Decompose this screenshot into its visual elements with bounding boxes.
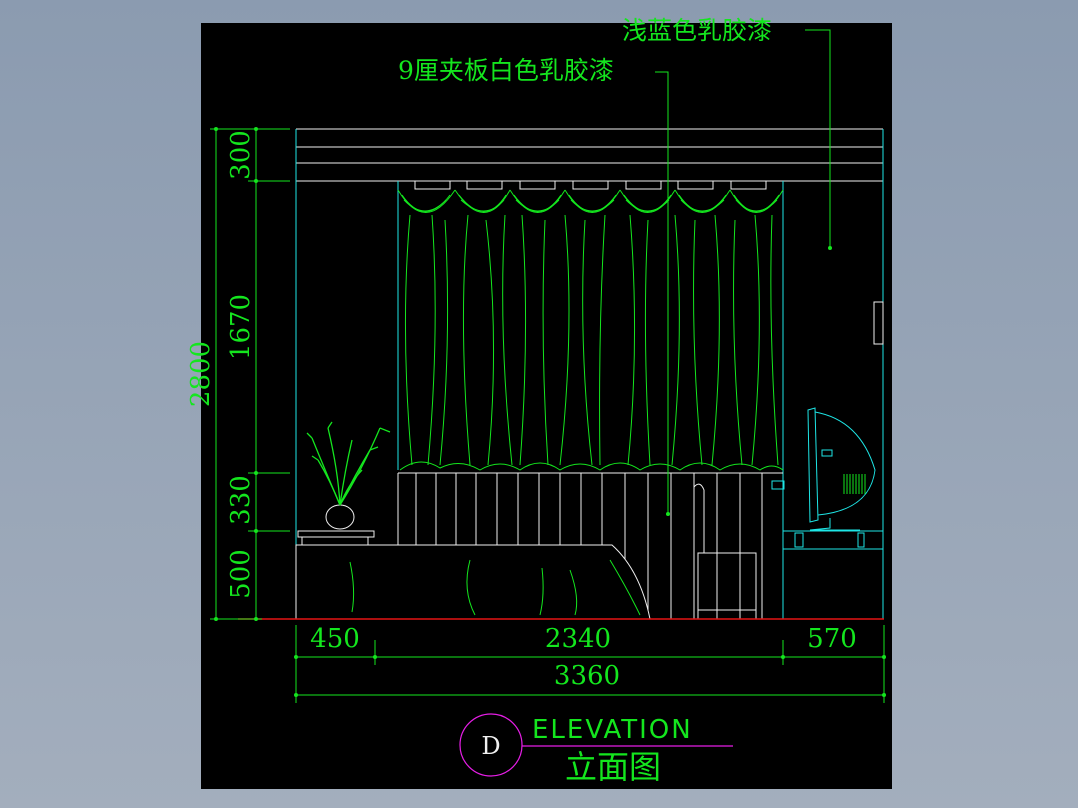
elevation-marker-circle [459, 713, 523, 777]
bedside-table [297, 504, 375, 546]
vertical-dimension-ticks [214, 127, 258, 621]
dim-2800: 2800 [186, 341, 216, 407]
elevation-drawing: 浅蓝色乳胶漆 9厘夹板白色乳胶漆 300 1670 330 500 2800 4… [186, 16, 886, 786]
dim-500: 500 [226, 549, 256, 599]
curtain-valance [397, 189, 784, 213]
dim-570: 570 [807, 624, 857, 654]
note-plywood-white-paint: 9厘夹板白色乳胶漆 [398, 56, 614, 85]
leader-dot-1 [828, 246, 832, 250]
leader-dot-2 [666, 512, 670, 516]
tv-cabinet [771, 480, 884, 550]
title-elevation-en: ELEVATION [532, 715, 693, 745]
television [807, 407, 876, 531]
wall-sconce [873, 301, 884, 345]
plant [306, 421, 391, 506]
title-elevation-cn: 立面图 [565, 748, 661, 786]
elevation-marker-letter: D [481, 732, 500, 760]
bed-folds [349, 559, 641, 616]
cad-drawing-sheet: 浅蓝色乳胶漆 9厘夹板白色乳胶漆 300 1670 330 500 2800 4… [186, 16, 892, 789]
dim-330: 330 [226, 475, 256, 525]
ceiling-cornice [296, 128, 883, 182]
horizontal-dimension-ticks [294, 655, 886, 697]
bed [295, 544, 651, 620]
curtain-pelmet [414, 180, 767, 190]
note-leaders [655, 29, 831, 514]
dim-300: 300 [226, 130, 256, 180]
tv-vent [843, 474, 866, 494]
headboard-panel [397, 472, 783, 619]
note-light-blue-paint: 浅蓝色乳胶漆 [622, 16, 772, 45]
vertical-dimension-lines [210, 128, 290, 620]
dim-1670: 1670 [226, 294, 256, 360]
dim-2340: 2340 [545, 624, 611, 654]
horizontal-dimension-lines [295, 625, 885, 703]
dim-3360: 3360 [554, 661, 620, 691]
curtain-drapes [399, 214, 784, 471]
dim-450: 450 [310, 624, 360, 654]
chair [693, 483, 757, 620]
